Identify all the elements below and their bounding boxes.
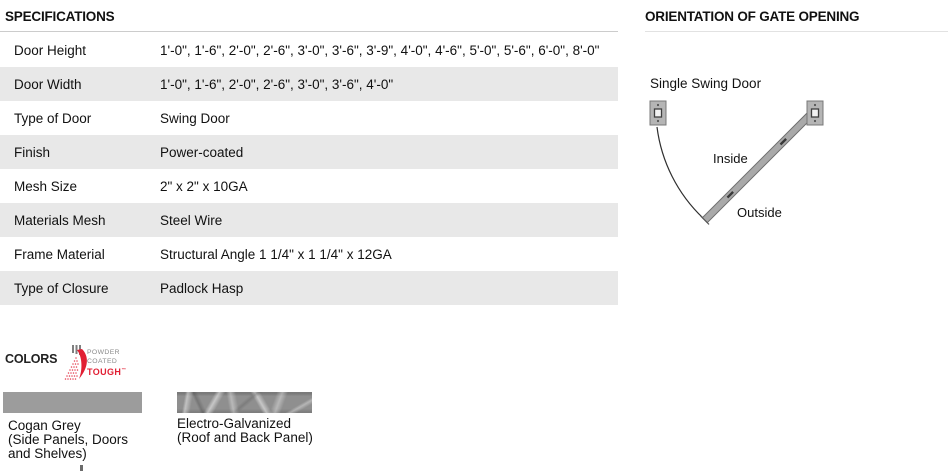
spec-label: Door Width <box>14 76 82 92</box>
swing-arc <box>656 126 704 219</box>
cropped-element-fragment <box>80 465 83 471</box>
gate-post-left-icon <box>649 100 667 126</box>
orientation-title: ORIENTATION OF GATE OPENING <box>645 9 860 24</box>
spec-value: Swing Door <box>160 110 230 126</box>
spec-value: Power-coated <box>160 144 244 160</box>
table-row: Materials Mesh Steel Wire <box>0 203 618 237</box>
powder-coated-tough-logo-icon <box>64 345 87 380</box>
inside-label: Inside <box>713 151 748 166</box>
swatch-name: Electro-Galvanized <box>177 416 292 431</box>
spec-label: Type of Closure <box>14 280 109 296</box>
swatch-name: Cogan Grey <box>8 418 81 433</box>
logo-word-tough-text: TOUGH <box>87 367 122 377</box>
spec-value: 1'-0", 1'-6", 2'-0", 2'-6", 3'-0", 3'-6"… <box>160 76 394 92</box>
orientation-divider <box>645 31 948 32</box>
logo-word-tough: TOUGH™ <box>87 367 127 377</box>
specifications-title: SPECIFICATIONS <box>5 9 115 24</box>
spec-value: 2" x 2" x 10GA <box>160 178 248 194</box>
spec-label: Frame Material <box>14 246 105 262</box>
table-row: Type of Door Swing Door <box>0 101 618 135</box>
spec-label: Type of Door <box>14 110 92 126</box>
spec-value: 1'-0", 1'-6", 2'-0", 2'-6", 3'-0", 3'-6"… <box>160 42 600 58</box>
trademark-symbol: ™ <box>121 367 127 372</box>
spec-label: Mesh Size <box>14 178 78 194</box>
spec-label: Materials Mesh <box>14 212 106 228</box>
spec-value: Padlock Hasp <box>160 280 244 296</box>
specifications-table: Door Height 1'-0", 1'-6", 2'-0", 2'-6", … <box>0 33 618 305</box>
diagram-title: Single Swing Door <box>650 76 762 91</box>
swatch-caption: (Roof and Back Panel) <box>177 430 313 445</box>
gate-post-right-icon <box>806 100 824 126</box>
gate-swing-diagram <box>649 100 824 225</box>
table-row: Type of Closure Padlock Hasp <box>0 271 618 305</box>
spec-value: Structural Angle 1 1/4" x 1 1/4" x 12GA <box>160 246 392 262</box>
spec-label: Finish <box>14 144 51 160</box>
table-row: Frame Material Structural Angle 1 1/4" x… <box>0 237 618 271</box>
table-row: Finish Power-coated <box>0 135 618 169</box>
logo-word-powder: POWDER <box>87 349 120 356</box>
logo-word-coated: COATED <box>87 358 118 365</box>
spec-label: Door Height <box>14 42 87 58</box>
outside-label: Outside <box>737 205 782 220</box>
halftone-dots <box>64 357 79 380</box>
table-row: Door Height 1'-0", 1'-6", 2'-0", 2'-6", … <box>0 33 618 67</box>
spec-value: Steel Wire <box>160 212 223 228</box>
swatch-caption: (Side Panels, Doors and Shelves) <box>8 432 129 461</box>
table-row: Door Width 1'-0", 1'-6", 2'-0", 2'-6", 3… <box>0 67 618 101</box>
color-swatch-cogan-grey <box>3 392 142 413</box>
specifications-divider <box>0 31 618 32</box>
table-row: Mesh Size 2" x 2" x 10GA <box>0 169 618 203</box>
colors-title: COLORS <box>5 352 58 366</box>
color-swatch-electro-galvanized <box>177 392 312 413</box>
